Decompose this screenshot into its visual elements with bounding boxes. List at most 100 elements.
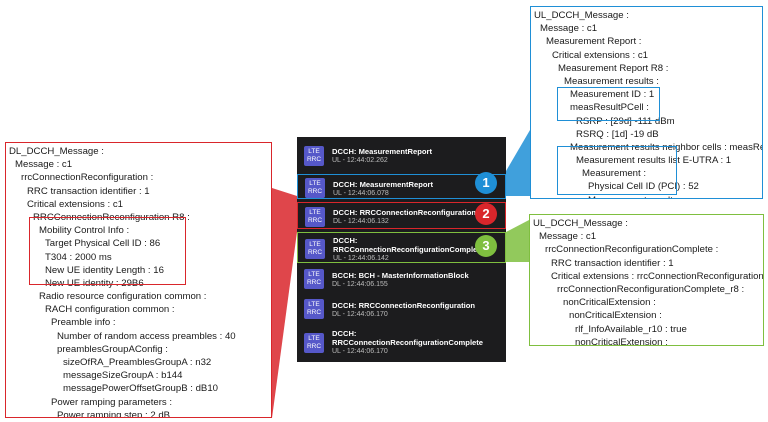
tree-line: Critical extensions : rrcConnectionRecon…: [551, 270, 764, 282]
message-timestamp: UL - 12:44:02.262: [332, 157, 388, 164]
tree-line: UL_DCCH_Message :: [533, 218, 628, 229]
tree-line: nonCriticalExtension :: [569, 310, 662, 322]
tree-line: Physical Cell ID (PCI) : 52: [588, 181, 699, 193]
badge-bottom-label: RRC: [307, 187, 323, 195]
tree-line: Measurement ID : 1: [570, 89, 655, 101]
badge-bottom-label: RRC: [307, 216, 323, 224]
badge-bottom-label: RRC: [306, 309, 322, 316]
tree-line: Power ramping parameters :: [51, 396, 173, 408]
tree-line: RSRP : [29d] -111 dBm: [576, 115, 675, 127]
message-title: DCCH: RRCConnectionReconfiguration: [333, 208, 477, 217]
tree-line: Measurement results list E-UTRA : 1: [576, 155, 732, 167]
message-title-continued: RRCConnectionReconfigurationComplete: [333, 245, 485, 254]
tree-line: sizeOfRA_PreamblesGroupA : n32: [63, 357, 212, 368]
tree-line: Radio resource configuration common :: [39, 291, 207, 303]
tree-line: Mobility Control Info :: [39, 225, 130, 237]
tree-line: Message : c1: [540, 23, 598, 35]
marker-2: 2: [475, 203, 497, 225]
tree-line: Target Physical Cell ID : 86: [45, 238, 161, 250]
badge-top-label: LTE: [309, 240, 321, 248]
tree-line: Measurement result :: [534, 194, 762, 198]
badge-bottom-label: RRC: [306, 279, 322, 286]
tree-line: Number of random access preambles : 40: [57, 330, 236, 342]
tree-line: measResultPCell :: [570, 102, 649, 114]
badge-top-label: LTE: [308, 271, 320, 278]
tree-line: Measurement results :: [564, 75, 659, 87]
tree-line: RRCConnectionReconfiguration R8 :: [33, 211, 190, 223]
badge-top-label: LTE: [308, 301, 320, 308]
message-title: DCCH: RRCConnectionReconfiguration: [332, 301, 476, 310]
message-timestamp: DL - 12:44:06.155: [332, 281, 388, 288]
tree-line: nonCriticalExtension :: [575, 336, 668, 346]
message-title: DCCH:: [333, 236, 358, 245]
tree-line: preamblesGroupAConfig :: [57, 343, 168, 355]
tree-line: Measurement Report :: [546, 36, 642, 48]
badge-top-label: LTE: [308, 335, 320, 342]
tree-line: rrcConnectionReconfiguration :: [21, 172, 154, 184]
message-timestamp: UL - 12:44:06.078: [333, 190, 389, 197]
tree-line: Critical extensions : c1: [552, 49, 648, 61]
tree-line: RSRQ : [1d] -19 dB: [576, 128, 659, 140]
tree-line: New UE identity : 29B6: [45, 277, 144, 289]
marker-3: 3: [475, 235, 497, 257]
message-title: BCCH: BCH - MasterInformationBlock: [332, 271, 469, 280]
tree-line: messageSizeGroupA : b144: [63, 370, 183, 382]
message-title: DCCH: MeasurementReport: [333, 180, 433, 189]
tree-line: Measurement Report R8 :: [558, 62, 669, 74]
red-connector: [272, 188, 297, 418]
badge-bottom-label: RRC: [306, 155, 322, 163]
message-timestamp: UL - 12:44:06.170: [332, 348, 388, 355]
tree-line: rrcConnectionReconfigurationComplete :: [545, 244, 719, 256]
tree-line: Measurement results neighbor cells : mea…: [570, 141, 763, 153]
blue-connector: [506, 130, 530, 196]
tree-line: UL_DCCH_Message :: [534, 10, 629, 21]
message-title: DCCH: MeasurementReport: [332, 147, 432, 156]
badge-top-label: LTE: [308, 147, 320, 155]
tree-line: rrcConnectionReconfigurationComplete_r8 …: [557, 283, 745, 295]
tree-line: RRC transaction identifier : 1: [27, 185, 150, 197]
marker-1: 1: [475, 172, 497, 194]
tree-line: Message : c1: [15, 159, 73, 171]
tree-line: RRC transaction identifier : 1: [551, 257, 674, 269]
tree-line: messagePowerOffsetGroupB : dB10: [63, 383, 219, 395]
message-title-continued: RRCConnectionReconfigurationComplete: [332, 338, 484, 347]
tree-line: Message : c1: [539, 231, 597, 243]
badge-top-label: LTE: [309, 208, 321, 216]
tree-line: T304 : 2000 ms: [45, 251, 112, 263]
green-connector: [506, 220, 529, 262]
message-timestamp: DL - 12:44:06.170: [332, 311, 388, 318]
tree-line: Critical extensions : c1: [27, 198, 123, 210]
message-title: DCCH:: [332, 329, 357, 338]
badge-top-label: LTE: [309, 179, 321, 187]
message-timestamp: DL - 12:44:06.132: [333, 218, 389, 225]
tree-line: Measurement :: [582, 168, 646, 180]
badge-bottom-label: RRC: [306, 343, 322, 350]
tree-line: nonCriticalExtension :: [563, 297, 656, 309]
badge-bottom-label: RRC: [307, 248, 323, 256]
tree-line: rlf_InfoAvailable_r10 : true: [575, 323, 687, 335]
tree-line: Preamble info :: [51, 317, 116, 329]
tree-line: New UE identity Length : 16: [45, 264, 164, 276]
tree-line: Power ramping step : 2 dB: [57, 409, 171, 418]
tree-line: DL_DCCH_Message :: [9, 146, 104, 157]
message-timestamp: UL - 12:44:06.142: [333, 255, 389, 262]
